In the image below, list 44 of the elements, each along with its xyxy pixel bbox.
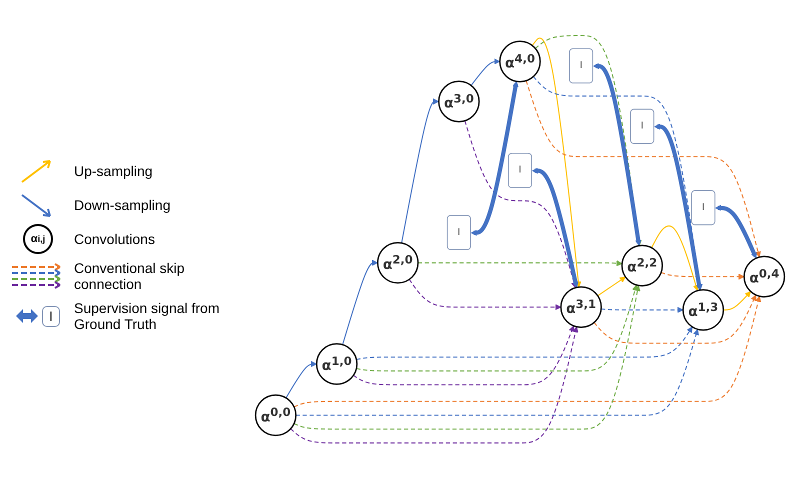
arrow: [601, 307, 684, 314]
loss-box: l: [42, 306, 60, 326]
node-circle: [682, 289, 724, 332]
node-circle: [560, 286, 602, 328]
arrow: [356, 284, 638, 372]
arrow: [660, 272, 744, 280]
arrow: [356, 326, 693, 360]
arrow: [294, 285, 640, 430]
arrow: [723, 291, 751, 311]
arrow: [651, 226, 699, 292]
arrow: [532, 38, 582, 288]
arrow: [594, 294, 756, 344]
arrow: [464, 120, 577, 288]
arrow: [597, 276, 626, 296]
legend-text: Down-sampling: [74, 197, 170, 213]
arrow: [342, 260, 378, 346]
node-circle: [743, 256, 786, 298]
node-circle: [499, 40, 541, 83]
diagram-drawing: α$^{0,0}$ α$^{1,0}$ α$^{2,0}$ α$^{3,0}$ α$^{4,0}$ α$^{3,1}$ α$^{2,2}$ α$^{1,3}$ α$^{0,4}$ l l l l l: [250, 30, 790, 449]
arrow: [296, 329, 699, 416]
arrow: [526, 80, 761, 258]
arrow: [654, 124, 702, 291]
arrow: [286, 361, 317, 398]
arrow: [532, 76, 703, 291]
legend-text: Conventional skip connection: [74, 260, 186, 292]
arrow: [408, 279, 562, 310]
arrow: [470, 81, 518, 236]
node-circle: [254, 394, 297, 436]
arrow: [470, 58, 500, 86]
legend-text: Supervision signal from Ground Truth: [74, 300, 221, 332]
arrow: [593, 63, 642, 246]
arrow: [401, 98, 440, 244]
legend-text: Convolutions: [74, 231, 155, 247]
arrow: [353, 326, 575, 386]
node-circle: [316, 343, 358, 386]
node-circle: [438, 80, 480, 123]
legend-text: Up-sampling: [74, 163, 153, 179]
arrow: [290, 326, 578, 444]
arrow: [532, 168, 578, 288]
arrow: [715, 205, 757, 259]
arrow: [418, 260, 622, 267]
node-circle: [621, 245, 663, 287]
arrow: [294, 296, 762, 408]
node-circle: [377, 242, 419, 284]
